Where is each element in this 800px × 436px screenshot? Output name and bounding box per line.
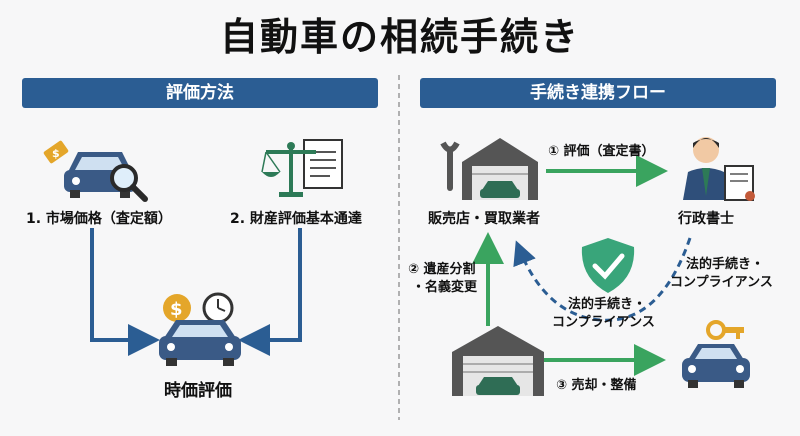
label-legal-right-line2: コンプライアンス (670, 275, 773, 290)
page-title: 自動車の相続手続き (219, 15, 580, 59)
svg-text:$: $ (52, 147, 60, 160)
label-step1-evaluation: ① 評価（査定書） (548, 144, 655, 159)
arrow-basic-notice-to-valuation (238, 228, 302, 356)
label-legal-center-line2: コンプライアンス (552, 315, 655, 330)
banner-procedure-flow: 手続き連携フロー (420, 78, 776, 108)
label-step3-sale: ③ 売却・整備 (556, 378, 637, 393)
scale-document-icon (261, 139, 343, 197)
car-tag-magnifier-icon: $ (43, 140, 148, 202)
label-legal-center-line1: 法的手続き・ (568, 297, 647, 312)
label-step2-line2: ・名義変更 (412, 280, 478, 295)
wrench-garage-icon (440, 138, 538, 200)
svg-text:$: $ (170, 299, 183, 320)
label-legal-right-line1: 法的手続き・ (686, 257, 765, 272)
dashed-arrow-legal-compliance (513, 237, 692, 322)
car-key-icon (682, 320, 750, 388)
label-market-price: 1. 市場価格（査定額） (26, 211, 172, 227)
banner-evaluation-method: 評価方法 (22, 78, 378, 108)
label-dealer: 販売店・買取業者 (428, 211, 540, 227)
label-basic-notice: 2. 財産評価基本通達 (230, 211, 362, 227)
label-market-valuation: 時価評価 (164, 381, 232, 401)
garage-icon (452, 326, 544, 396)
arrow-market-to-valuation (90, 228, 160, 356)
shield-check-icon (581, 238, 635, 293)
scrivener-person-icon (683, 137, 755, 201)
label-scrivener: 行政書士 (678, 211, 734, 227)
car-dollar-clock-icon: $ (159, 292, 241, 366)
label-step2-line1: ② 遺産分割 (408, 262, 476, 277)
